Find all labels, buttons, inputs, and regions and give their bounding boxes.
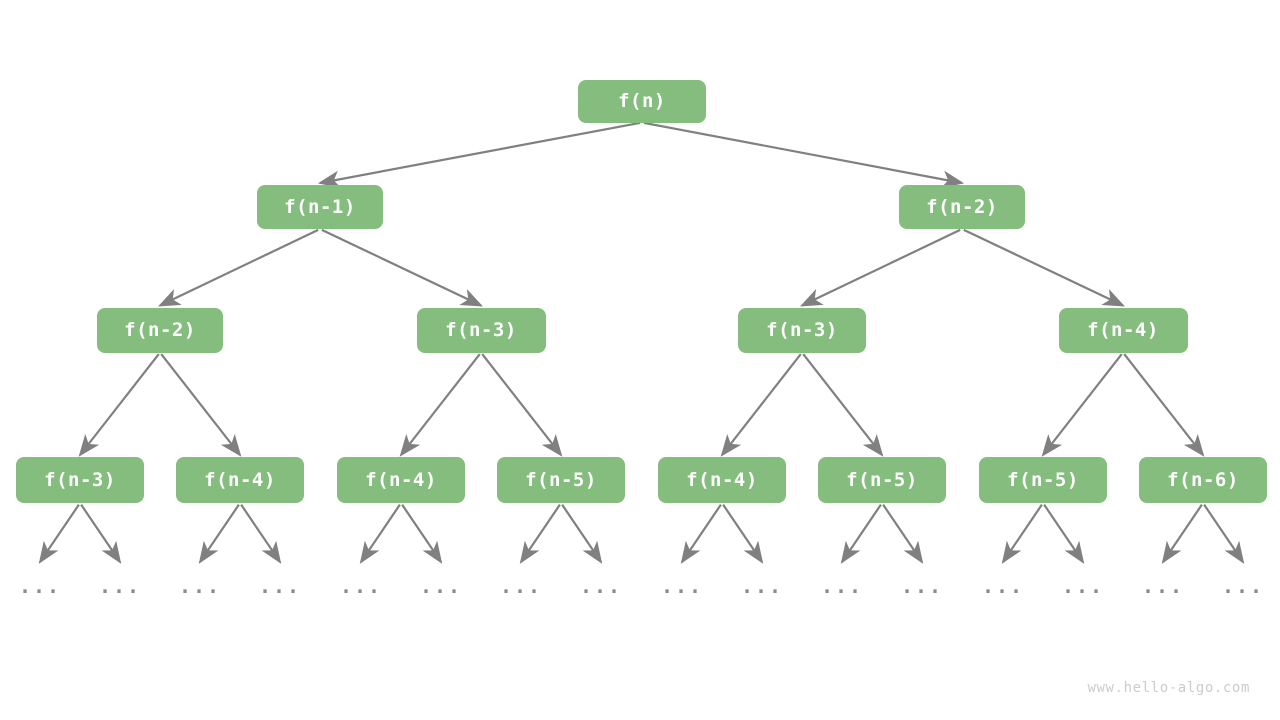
tree-node-n1: f(n-1) [257,185,383,229]
edge-n12-to-l10 [840,504,882,564]
edge-n7-to-l1 [80,504,122,564]
edge-n3-to-n8 [160,353,242,457]
tree-node-n3: f(n-2) [97,307,223,353]
edge-n1-to-n4 [321,228,483,307]
leaf-ellipsis-l2: ... [178,574,222,598]
leaf-ellipsis-l3: ... [258,574,302,598]
leaf-ellipsis-l13: ... [1061,574,1105,598]
edge-n5-to-n12 [802,353,884,457]
tree-node-n10: f(n-5) [497,457,625,503]
edge-n6-to-n13 [1041,353,1123,457]
tree-node-n6: f(n-4) [1058,307,1188,353]
edge-n12-to-l11 [882,504,924,564]
leaf-ellipsis-l14: ... [1141,574,1185,598]
tree-node-n13: f(n-5) [979,457,1107,503]
tree-node-n5: f(n-3) [738,307,866,353]
leaf-ellipsis-l0: ... [18,574,62,598]
leaf-ellipsis-l15: ... [1221,574,1265,598]
tree-node-n4: f(n-3) [416,307,546,353]
edge-n5-to-n11 [720,353,802,457]
edge-n4-to-n10 [481,353,563,457]
edge-n9-to-l4 [359,504,401,564]
edge-n2-to-n6 [963,228,1125,307]
leaf-ellipsis-l10: ... [820,574,864,598]
edge-n10-to-l6 [519,504,561,564]
edge-n3-to-n7 [78,353,160,457]
edge-n0-to-n2 [643,121,965,188]
edge-n8-to-l2 [198,504,240,564]
leaf-ellipsis-l5: ... [419,574,463,598]
edge-n7-to-l0 [38,504,80,564]
edge-n13-to-l13 [1043,504,1085,564]
tree-node-n0: f(n) [578,79,706,123]
leaf-ellipsis-l1: ... [98,574,142,598]
leaf-ellipsis-l8: ... [660,574,704,598]
edge-n11-to-l9 [722,504,764,564]
edge-n14-to-l14 [1161,504,1203,564]
leaf-ellipsis-l11: ... [900,574,944,598]
edge-n0-to-n1 [317,121,641,188]
edge-n2-to-n5 [800,228,961,307]
edges [38,121,1245,564]
edge-n14-to-l15 [1203,504,1245,564]
leaf-ellipsis-l9: ... [740,574,784,598]
tree-node-n12: f(n-5) [818,457,946,503]
leaf-ellipsis-l12: ... [981,574,1025,598]
edge-n4-to-n9 [399,353,481,457]
edge-n11-to-l8 [680,504,722,564]
tree-node-n11: f(n-4) [658,457,786,503]
edge-n6-to-n14 [1123,353,1205,457]
edge-n1-to-n3 [158,228,319,307]
edge-n8-to-l3 [240,504,282,564]
edge-n10-to-l7 [561,504,603,564]
edge-n9-to-l5 [401,504,443,564]
leaf-ellipsis-l6: ... [499,574,543,598]
tree-node-n9: f(n-4) [337,457,465,503]
leaf-ellipsis-l7: ... [579,574,623,598]
tree-node-n2: f(n-2) [899,185,1025,229]
tree-node-n14: f(n-6) [1139,457,1267,503]
leaf-ellipsis-l4: ... [339,574,383,598]
tree-node-n8: f(n-4) [176,457,304,503]
edge-n13-to-l12 [1001,504,1043,564]
tree-node-n7: f(n-3) [16,457,144,503]
watermark: www.hello-algo.com [1087,680,1250,696]
